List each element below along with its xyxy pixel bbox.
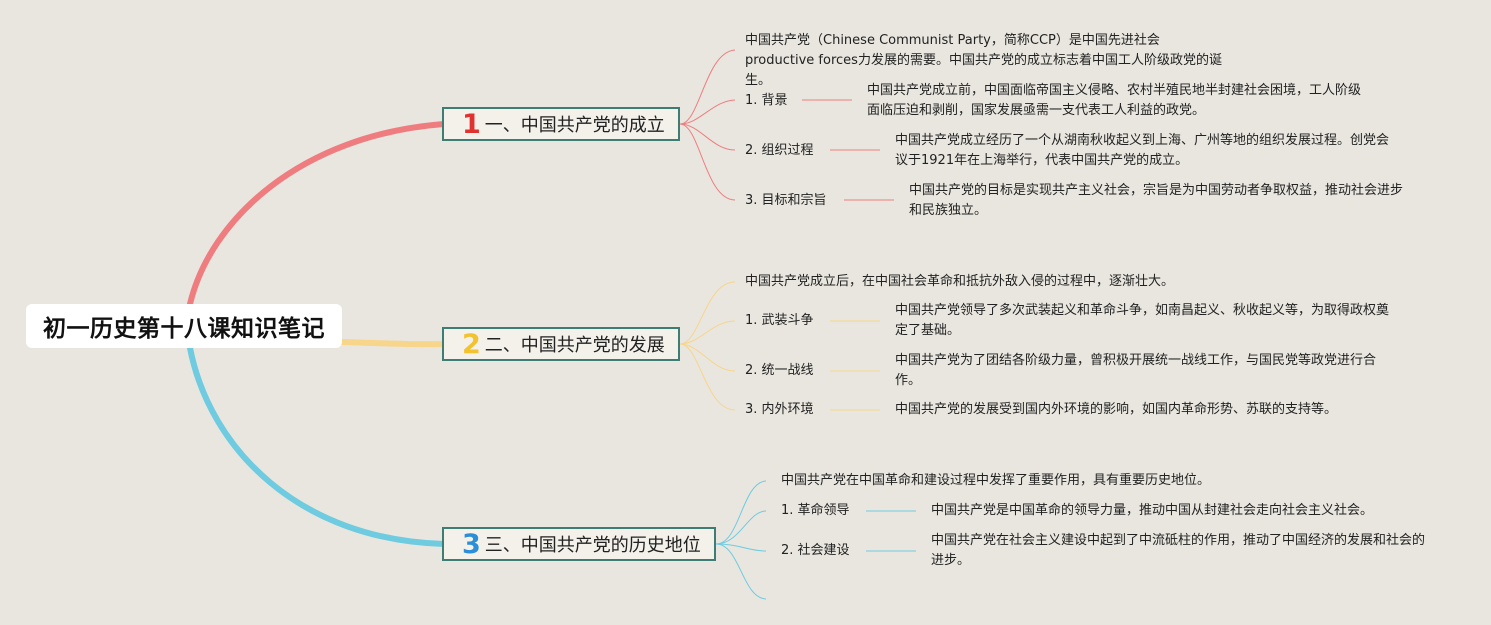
- number-three-icon: 3: [462, 528, 481, 560]
- branch3-intro[interactable]: 中国共产党在中国革命和建设过程中发挥了重要作用，具有重要历史地位。: [781, 473, 1211, 488]
- branch3-item-desc-2[interactable]: 中国共产党在社会主义建设中起到了中流砥柱的作用，推动了中国经济的发展和社会的进步…: [931, 533, 1426, 568]
- branch1-item-desc-3[interactable]: 中国共产党的目标是实现共产主义社会，宗旨是为中国劳动者争取权益，推动社会进步和民…: [909, 183, 1404, 218]
- branch2-item-desc-3[interactable]: 中国共产党的发展受到国内外环境的影响，如国内革命形势、苏联的支持等。: [895, 402, 1338, 417]
- branch3-item-desc-1[interactable]: 中国共产党是中国革命的领导力量，推动中国从封建社会走向社会主义社会。: [931, 503, 1374, 518]
- branch2-intro[interactable]: 中国共产党成立后，在中国社会革命和抵抗外敌入侵的过程中，逐渐壮大。: [745, 274, 1175, 289]
- branch1-intro[interactable]: 中国共产党（Chinese Communist Party，简称CCP）是中国先…: [745, 33, 1222, 88]
- branch3-item-label-1[interactable]: 1. 革命领导: [781, 503, 850, 518]
- root-title: 初一历史第十八课知识笔记: [43, 316, 325, 342]
- branch2-item-desc-1[interactable]: 中国共产党领导了多次武装起义和革命斗争，如南昌起义、秋收起义等，为取得政权奠定了…: [895, 303, 1390, 338]
- branch-node-2[interactable]: 2 二、中国共产党的发展: [442, 327, 680, 361]
- branch2-item-desc-2[interactable]: 中国共产党为了团结各阶级力量，曾积极开展统一战线工作，与国民党等政党进行合作。: [895, 353, 1377, 388]
- main-connector-2: [339, 339, 447, 348]
- branch-title-3: 三、中国共产党的历史地位: [484, 535, 701, 556]
- branch3-connectors: [715, 480, 916, 600]
- branch2-item-label-1[interactable]: 1. 武装斗争: [745, 313, 814, 328]
- branch1-item-desc-2[interactable]: 中国共产党成立经历了一个从湖南秋收起义到上海、广州等地的组织发展过程。创党会议于…: [895, 133, 1390, 168]
- main-connector-1: [187, 121, 447, 307]
- root-node[interactable]: 初一历史第十八课知识笔记: [26, 304, 342, 348]
- branch-node-1[interactable]: 1 一、中国共产党的成立: [442, 107, 680, 141]
- branch1-item-label-3[interactable]: 3. 目标和宗旨: [745, 193, 827, 208]
- branch-node-3[interactable]: 3 三、中国共产党的历史地位: [442, 527, 716, 561]
- branch1-item-label-1[interactable]: 1. 背景: [745, 93, 788, 108]
- branch1-item-desc-1[interactable]: 中国共产党成立前，中国面临帝国主义侵略、农村半殖民地半封建社会困境，工人阶级面临…: [867, 83, 1362, 118]
- branch2-connectors: [679, 281, 880, 411]
- branch2-item-label-2[interactable]: 2. 统一战线: [745, 363, 814, 378]
- main-connector-3: [187, 345, 447, 547]
- number-two-icon: 2: [462, 328, 481, 360]
- branch-title-1: 一、中国共产党的成立: [484, 115, 665, 136]
- branch3-item-label-2[interactable]: 2. 社会建设: [781, 543, 850, 558]
- branch-title-2: 二、中国共产党的发展: [484, 335, 665, 356]
- branch1-connectors: [679, 49, 894, 201]
- number-one-icon: 1: [462, 108, 481, 140]
- branch1-item-label-2[interactable]: 2. 组织过程: [745, 143, 814, 158]
- branch2-item-label-3[interactable]: 3. 内外环境: [745, 402, 814, 417]
